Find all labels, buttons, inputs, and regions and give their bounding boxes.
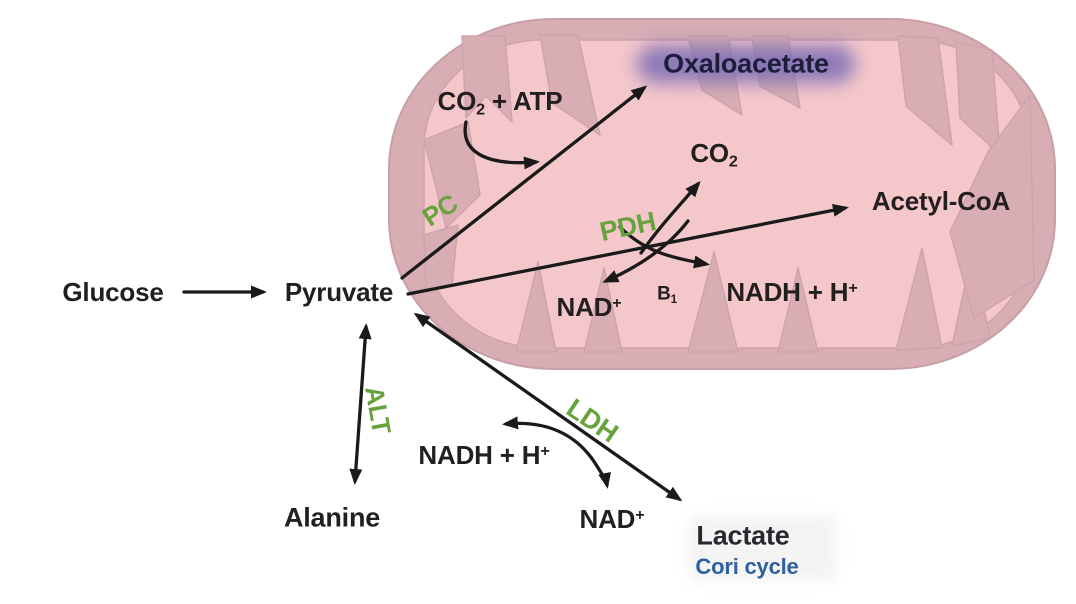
- co2-subscript: 2: [728, 152, 738, 171]
- crista-shape: [539, 34, 601, 136]
- co2-base: CO: [690, 138, 729, 169]
- nadh-cyto-superscript: +: [540, 441, 550, 460]
- node-label-glucose: Glucose: [62, 277, 164, 307]
- nadh-cyto-base: NADH + H: [418, 440, 541, 470]
- node-label-oxaloacetate: Oxaloacetate: [663, 48, 829, 79]
- crista-shape: [423, 121, 481, 229]
- enzyme-label-alt: ALT: [359, 383, 397, 437]
- node-label-alanine: Alanine: [283, 502, 381, 533]
- nadh-mito-superscript: +: [848, 278, 858, 297]
- cofactor-label-nadh-cyto: NADH + H+: [418, 442, 549, 468]
- cofactor-label-co2: CO2: [690, 138, 738, 171]
- cofactor-label-co2-atp: CO2 + ATP: [438, 88, 563, 118]
- nadh-mito-base: NADH + H: [726, 277, 849, 307]
- b1-base: B: [657, 283, 671, 305]
- crista-shape: [949, 94, 1035, 319]
- label-cori-cycle: Cori cycle: [695, 554, 799, 579]
- crista-shape: [687, 251, 739, 353]
- arrow-co2-atp-into-pc: [463, 120, 540, 170]
- cofactor-label-b1: B1: [657, 284, 677, 305]
- b1-subscript: 1: [670, 292, 678, 306]
- arrow-pyruvate-to-oxaloacetate: [400, 85, 648, 280]
- cofactor-label-nad-mito: NAD+: [557, 294, 622, 320]
- arrow-pyruvate-alanine-alt: [349, 323, 372, 485]
- lactate-backdrop: [688, 514, 838, 582]
- nad-cyto-base: NAD: [579, 504, 636, 534]
- arrow-ldh-nadh-to-nad: [502, 416, 612, 489]
- nad-mito-base: NAD: [556, 292, 613, 322]
- node-label-acetyl-coa: Acetyl-CoA: [871, 186, 1011, 216]
- nad-cyto-superscript: +: [635, 505, 645, 524]
- crista-shape: [897, 35, 953, 146]
- nad-mito-superscript: +: [612, 293, 622, 312]
- co2-atp-subscript: 2: [476, 100, 485, 119]
- cofactor-label-nadh-mito: NADH + H+: [726, 279, 857, 305]
- cofactor-label-nad-cyto: NAD+: [580, 506, 645, 532]
- arrow-pyruvate-lactate-ldh: [413, 312, 683, 502]
- arrow-pdh-to-nadh: [618, 225, 710, 269]
- crista-shape: [895, 247, 943, 351]
- node-label-lactate: Lactate: [696, 520, 790, 551]
- crista-shape: [461, 35, 513, 123]
- node-label-pyruvate: Pyruvate: [284, 277, 394, 307]
- co2-atp-rest: + ATP: [484, 86, 563, 117]
- arrow-pyruvate-to-acetyl-coa: [406, 203, 849, 296]
- crista-shape: [777, 267, 819, 353]
- arrow-pdh-to-nad: [602, 219, 690, 283]
- oxaloacetate-highlight-glow: [637, 45, 855, 83]
- co2-atp-base: CO: [437, 86, 477, 117]
